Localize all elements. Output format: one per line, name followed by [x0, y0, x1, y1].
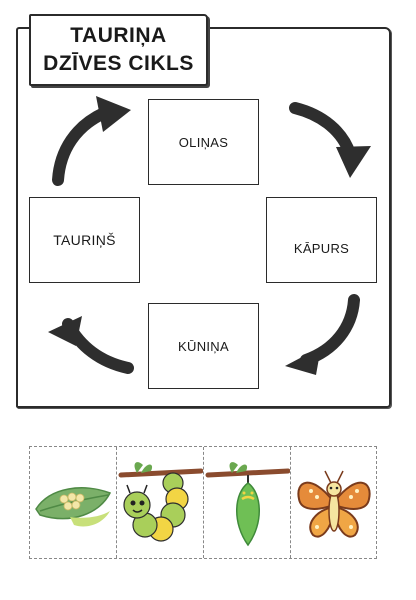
stage-box-eggs[interactable]: OLIŅAS — [148, 99, 259, 185]
arrowhead-bottom-left-icon — [48, 316, 82, 346]
cutout-strip — [29, 446, 377, 559]
arrowhead-top-left-icon — [96, 96, 131, 132]
stage-box-butterfly[interactable]: TAURIŅŠ — [29, 197, 140, 283]
cutout-cell-butterfly[interactable] — [291, 447, 377, 558]
arrowhead-top-right-icon — [336, 146, 371, 178]
stage-box-chrysalis[interactable]: KŪNIŅA — [148, 303, 259, 389]
arrow-top-left-icon — [52, 107, 110, 186]
cutout-cell-caterpillar[interactable] — [117, 447, 204, 558]
title-line-2: DZĪVES CIKLS — [43, 52, 194, 75]
stage-box-caterpillar[interactable]: KĀPURS — [266, 197, 377, 283]
cutout-cell-eggs[interactable] — [30, 447, 117, 558]
page-title: TAURIŅA DZĪVES CIKLS — [29, 14, 208, 86]
stage-label-chrysalis: KŪNIŅA — [178, 338, 229, 354]
title-line-1: TAURIŅA — [70, 24, 167, 47]
chrysalis-icon — [205, 461, 290, 546]
stage-label-eggs: OLIŅAS — [178, 134, 229, 150]
arrowhead-bottom-right-icon — [285, 347, 321, 375]
cutout-cell-chrysalis[interactable] — [204, 447, 291, 558]
stage-label-butterfly: TAURIŅŠ — [53, 232, 116, 248]
arrow-bottom-right-icon — [300, 294, 360, 366]
stage-label-caterpillar: KĀPURS — [293, 240, 350, 256]
butterfly-icon — [297, 470, 371, 537]
eggs-on-leaf-icon — [35, 486, 112, 526]
caterpillar-icon — [118, 461, 203, 542]
